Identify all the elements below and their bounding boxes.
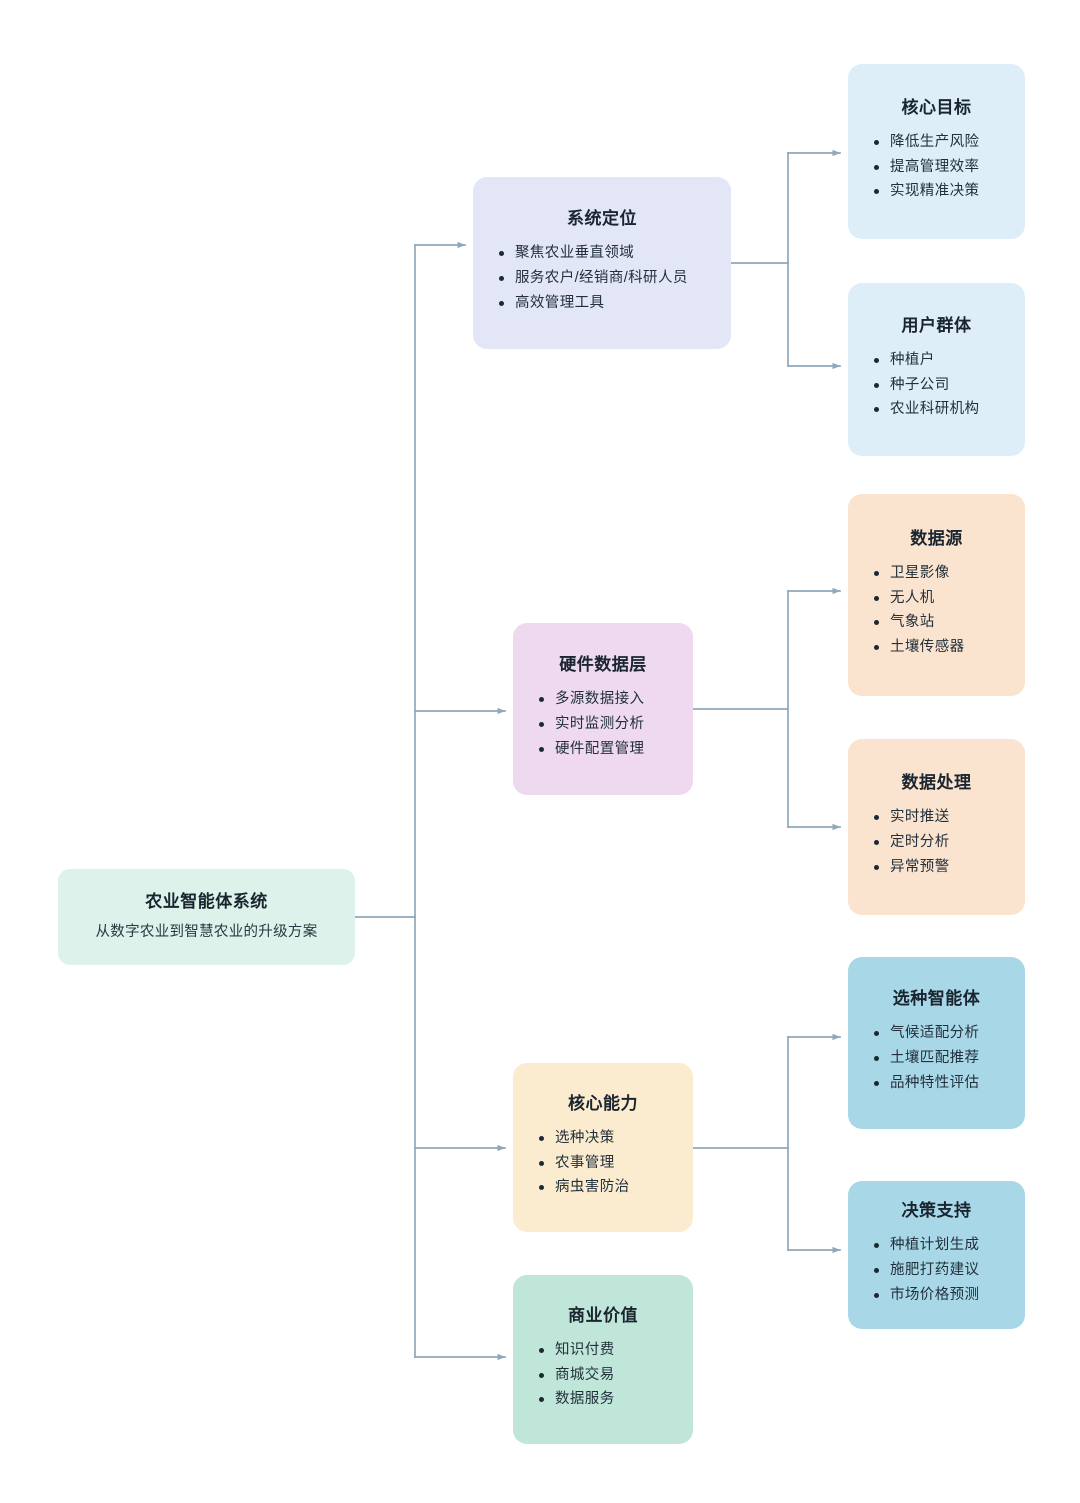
node-title: 系统定位 xyxy=(567,209,637,229)
list-item: 品种特性评估 xyxy=(874,1071,1009,1096)
list-item: 商城交易 xyxy=(539,1363,677,1388)
node-item-list: 选种决策 农事管理 病虫害防治 xyxy=(529,1126,677,1201)
list-item: 异常预警 xyxy=(874,855,1009,880)
node-item-list: 种植计划生成 施肥打药建议 市场价格预测 xyxy=(864,1233,1009,1308)
node-core-capability[interactable]: 核心能力 选种决策 农事管理 病虫害防治 xyxy=(513,1063,693,1232)
list-item: 多源数据接入 xyxy=(539,687,677,712)
list-item: 实时推送 xyxy=(874,805,1009,830)
node-item-list: 种植户 种子公司 农业科研机构 xyxy=(864,348,1009,423)
list-item: 选种决策 xyxy=(539,1126,677,1151)
node-title: 核心目标 xyxy=(901,97,972,117)
list-item: 种植户 xyxy=(874,348,1009,373)
list-item: 聚焦农业垂直领域 xyxy=(499,241,715,266)
node-title: 商业价值 xyxy=(568,1305,638,1325)
list-item: 市场价格预测 xyxy=(874,1283,1009,1308)
list-item: 种植计划生成 xyxy=(874,1233,1009,1258)
node-data-source[interactable]: 数据源 卫星影像 无人机 气象站 土壤传感器 xyxy=(848,494,1025,696)
node-item-list: 降低生产风险 提高管理效率 实现精准决策 xyxy=(864,130,1009,205)
list-item: 种子公司 xyxy=(874,373,1009,398)
list-item: 施肥打药建议 xyxy=(874,1258,1009,1283)
list-item: 定时分析 xyxy=(874,830,1009,855)
node-breeding-agent[interactable]: 选种智能体 气候适配分析 土壤匹配推荐 品种特性评估 xyxy=(848,957,1025,1129)
list-item: 农业科研机构 xyxy=(874,397,1009,422)
node-root[interactable]: 农业智能体系统 从数字农业到智慧农业的升级方案 xyxy=(58,869,355,965)
node-hardware-data-layer[interactable]: 硬件数据层 多源数据接入 实时监测分析 硬件配置管理 xyxy=(513,623,693,795)
list-item: 卫星影像 xyxy=(874,561,1009,586)
node-item-list: 卫星影像 无人机 气象站 土壤传感器 xyxy=(864,561,1009,661)
list-item: 提高管理效率 xyxy=(874,155,1009,180)
node-item-list: 多源数据接入 实时监测分析 硬件配置管理 xyxy=(529,687,677,762)
list-item: 土壤匹配推荐 xyxy=(874,1046,1009,1071)
list-item: 实现精准决策 xyxy=(874,179,1009,204)
list-item: 气象站 xyxy=(874,610,1009,635)
node-item-list: 知识付费 商城交易 数据服务 xyxy=(529,1338,677,1413)
node-decision-support[interactable]: 决策支持 种植计划生成 施肥打药建议 市场价格预测 xyxy=(848,1181,1025,1329)
list-item: 土壤传感器 xyxy=(874,635,1009,660)
node-item-list: 聚焦农业垂直领域 服务农户/经销商/科研人员 高效管理工具 xyxy=(489,241,715,316)
list-item: 知识付费 xyxy=(539,1338,677,1363)
node-title: 选种智能体 xyxy=(892,989,981,1009)
list-item: 实时监测分析 xyxy=(539,712,677,737)
node-user-groups[interactable]: 用户群体 种植户 种子公司 农业科研机构 xyxy=(848,283,1025,456)
node-title: 决策支持 xyxy=(901,1201,972,1221)
list-item: 无人机 xyxy=(874,586,1009,611)
list-item: 服务农户/经销商/科研人员 xyxy=(499,266,715,291)
node-business-value[interactable]: 商业价值 知识付费 商城交易 数据服务 xyxy=(513,1275,693,1444)
node-title: 核心能力 xyxy=(568,1093,638,1113)
node-title: 数据处理 xyxy=(901,773,972,793)
node-item-list: 实时推送 定时分析 异常预警 xyxy=(864,805,1009,880)
root-title: 农业智能体系统 xyxy=(145,892,268,912)
node-item-list: 气候适配分析 土壤匹配推荐 品种特性评估 xyxy=(864,1021,1009,1096)
node-title: 硬件数据层 xyxy=(559,655,647,675)
node-title: 用户群体 xyxy=(901,315,972,335)
root-subtitle: 从数字农业到智慧农业的升级方案 xyxy=(95,924,318,941)
list-item: 病虫害防治 xyxy=(539,1175,677,1200)
list-item: 硬件配置管理 xyxy=(539,737,677,762)
list-item: 气候适配分析 xyxy=(874,1021,1009,1046)
node-title: 数据源 xyxy=(910,528,963,548)
list-item: 农事管理 xyxy=(539,1151,677,1176)
node-core-goal[interactable]: 核心目标 降低生产风险 提高管理效率 实现精准决策 xyxy=(848,64,1025,239)
list-item: 降低生产风险 xyxy=(874,130,1009,155)
list-item: 高效管理工具 xyxy=(499,291,715,316)
list-item: 数据服务 xyxy=(539,1387,677,1412)
node-data-processing[interactable]: 数据处理 实时推送 定时分析 异常预警 xyxy=(848,739,1025,915)
node-system-positioning[interactable]: 系统定位 聚焦农业垂直领域 服务农户/经销商/科研人员 高效管理工具 xyxy=(473,177,731,349)
